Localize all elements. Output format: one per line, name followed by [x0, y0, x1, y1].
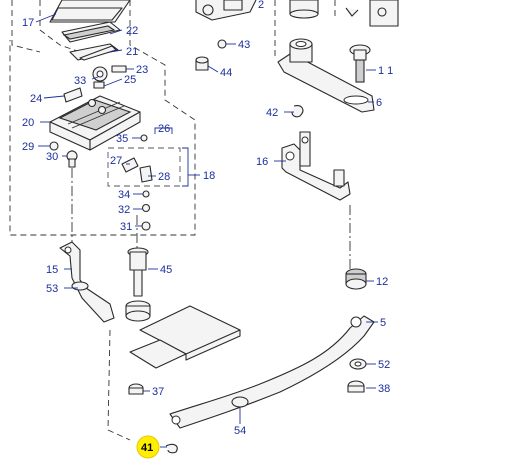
upper-right-bracket [195, 0, 257, 71]
callout-brackets [154, 127, 200, 187]
callout-37[interactable]: 37 [152, 386, 164, 398]
clip-41 [165, 443, 178, 454]
callout-41[interactable]: 41 [141, 442, 153, 454]
arm-54 [169, 315, 375, 429]
top-plate-assembly [49, 0, 131, 61]
callout-22[interactable]: 22 [126, 25, 138, 37]
callout-11[interactable]: 1 1 [378, 65, 393, 77]
callout-42[interactable]: 42 [266, 107, 278, 119]
callout-52[interactable]: 52 [378, 359, 390, 371]
callout-12[interactable]: 12 [376, 276, 388, 288]
callout-15[interactable]: 15 [46, 264, 58, 276]
callout-6[interactable]: 6 [376, 97, 382, 109]
callout-2[interactable]: 2 [258, 0, 264, 11]
callout-34[interactable]: 34 [118, 189, 130, 201]
callout-17[interactable]: 17 [22, 17, 34, 29]
callout-30[interactable]: 30 [46, 151, 58, 163]
washer-52 [349, 358, 367, 370]
callout-38[interactable]: 38 [378, 383, 390, 395]
callout-18[interactable]: 18 [203, 170, 215, 182]
callout-28[interactable]: 28 [158, 171, 170, 183]
washer-38 [347, 380, 365, 393]
lever-15 [59, 241, 115, 323]
leader-lines [35, 13, 378, 448]
callout-31[interactable]: 31 [120, 221, 132, 233]
callout-45[interactable]: 45 [160, 264, 172, 276]
callout-21[interactable]: 21 [126, 46, 138, 58]
callout-24[interactable]: 24 [30, 93, 42, 105]
callout-labels: 17 2 22 21 43 23 33 25 44 1 1 24 6 42 20… [22, 0, 393, 454]
callout-27[interactable]: 27 [110, 155, 122, 167]
dashed-section-outlines [9, 0, 351, 441]
bracket-16 [281, 131, 351, 201]
callout-33[interactable]: 33 [74, 75, 86, 87]
callout-26[interactable]: 26 [158, 123, 170, 135]
callout-23[interactable]: 23 [136, 64, 148, 76]
callout-5[interactable]: 5 [380, 317, 386, 329]
shaft-45 [125, 247, 151, 322]
callout-16[interactable]: 16 [256, 156, 268, 168]
feed-block-assembly [49, 65, 141, 168]
callout-29[interactable]: 29 [22, 141, 34, 153]
base-plate [129, 305, 241, 369]
callout-25[interactable]: 25 [124, 74, 136, 86]
callout-32[interactable]: 32 [118, 204, 130, 216]
top-right-housing [289, 0, 399, 27]
callout-53[interactable]: 53 [46, 283, 58, 295]
highlight-marker [136, 435, 160, 459]
callout-35[interactable]: 35 [116, 133, 128, 145]
link-plate-6 [277, 38, 375, 113]
small-parts-group [107, 134, 181, 231]
callout-20[interactable]: 20 [22, 117, 34, 129]
callout-43[interactable]: 43 [238, 39, 250, 51]
callout-44[interactable]: 44 [220, 67, 232, 79]
callout-54[interactable]: 54 [234, 425, 246, 437]
bushing-12 [345, 268, 367, 290]
screw-11 [349, 44, 371, 83]
clip-42 [291, 105, 304, 118]
nut-37 [128, 383, 144, 395]
